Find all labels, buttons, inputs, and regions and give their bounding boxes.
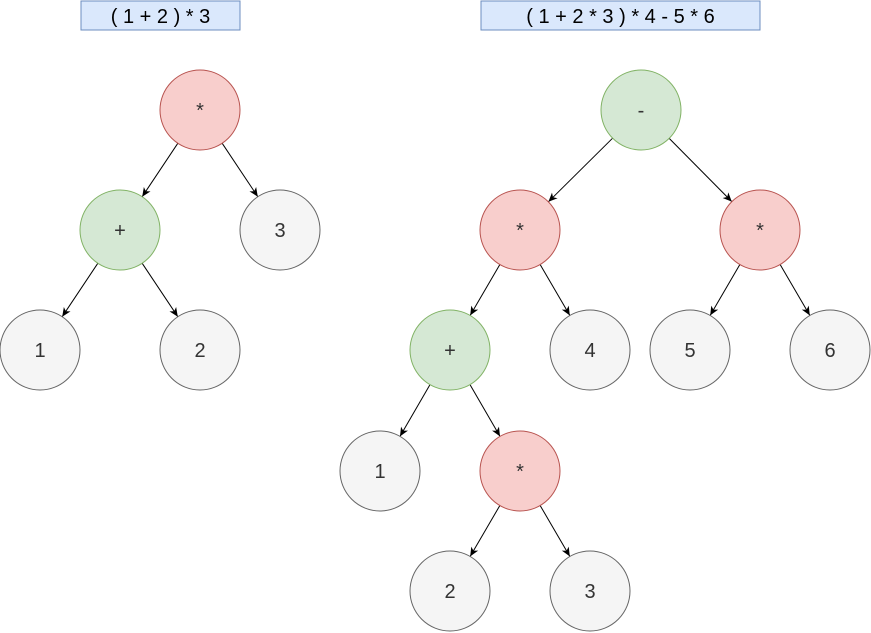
node-label: 5 <box>684 340 695 362</box>
node-label: 3 <box>584 581 595 603</box>
tree-node-t1n5: 2 <box>159 309 241 391</box>
node-circle <box>0 309 81 391</box>
node-circle <box>159 69 241 151</box>
tree-node-t2n3: * <box>719 189 801 271</box>
tree1-expression-label: ( 1 + 2 ) * 3 <box>111 6 211 28</box>
tree-edge-t1n1-t1n2 <box>141 143 179 197</box>
node-circle <box>79 189 161 271</box>
nodes-layer: * +3 1 2 - * * +4 5 6 1 * 2 3 <box>0 69 871 632</box>
node-circle <box>409 550 491 632</box>
node-label: 6 <box>824 340 835 362</box>
tree-node-t2n1: - <box>600 69 682 151</box>
node-circle <box>549 550 631 632</box>
tree-edge-t2n1-t2n3 <box>668 138 733 202</box>
tree1-title-box: ( 1 + 2 ) * 3 <box>80 0 241 31</box>
node-label: 3 <box>274 220 285 242</box>
tree-edge-t1n2-t1n5 <box>141 263 179 317</box>
node-circle <box>239 189 321 271</box>
tree-node-t1n4: 1 <box>0 309 81 391</box>
tree-node-t2n4: + <box>409 309 491 391</box>
node-circle <box>159 309 241 391</box>
node-label: * <box>516 220 524 242</box>
tree-node-t1n3: 3 <box>239 189 321 271</box>
tree-edge-t2n3-t2n7 <box>779 264 811 316</box>
tree-edge-t2n4-t2n9 <box>469 384 501 437</box>
tree-edge-t2n4-t2n8 <box>399 384 431 437</box>
tree-node-t1n1: * <box>159 69 241 151</box>
node-label: 4 <box>584 340 595 362</box>
node-circle <box>339 430 421 512</box>
tree-edge-t2n9-t2n10 <box>469 505 501 557</box>
node-circle <box>549 309 631 391</box>
tree-node-t2n2: * <box>479 189 561 271</box>
node-label: * <box>196 100 204 122</box>
node-circle <box>409 309 491 391</box>
node-circle <box>600 69 682 151</box>
node-label: * <box>516 461 524 483</box>
tree-node-t2n9: * <box>479 430 561 512</box>
node-label: 2 <box>444 581 455 603</box>
node-circle <box>789 309 871 391</box>
node-label: 1 <box>374 461 385 483</box>
tree-edge-t2n2-t2n5 <box>539 264 571 316</box>
node-label: + <box>114 220 126 242</box>
tree-node-t2n10: 2 <box>409 550 491 632</box>
tree-node-t2n7: 6 <box>789 309 871 391</box>
node-label: 2 <box>194 340 205 362</box>
tree-node-t2n8: 1 <box>339 430 421 512</box>
tree2-title-box: ( 1 + 2 * 3 ) * 4 - 5 * 6 <box>480 0 761 31</box>
node-label: * <box>756 220 764 242</box>
node-circle <box>719 189 801 271</box>
tree-edge-t2n1-t2n2 <box>548 137 613 203</box>
node-circle <box>479 189 561 271</box>
node-label: 1 <box>34 340 45 362</box>
tree-edge-t2n2-t2n4 <box>469 264 501 316</box>
tree-node-t2n11: 3 <box>549 550 631 632</box>
node-circle <box>479 430 561 512</box>
tree-edge-t1n1-t1n3 <box>221 143 259 197</box>
tree2-expression-label: ( 1 + 2 * 3 ) * 4 - 5 * 6 <box>526 6 714 28</box>
tree-edge-t2n3-t2n6 <box>709 264 741 316</box>
node-label: - <box>638 100 645 122</box>
tree-edge-t2n9-t2n11 <box>539 505 571 557</box>
tree-node-t2n6: 5 <box>649 309 731 391</box>
tree-node-t1n2: + <box>79 189 161 271</box>
edges-layer <box>61 137 811 557</box>
node-label: + <box>444 340 456 362</box>
tree-edge-t1n2-t1n4 <box>61 263 99 317</box>
node-circle <box>649 309 731 391</box>
tree-node-t2n5: 4 <box>549 309 631 391</box>
